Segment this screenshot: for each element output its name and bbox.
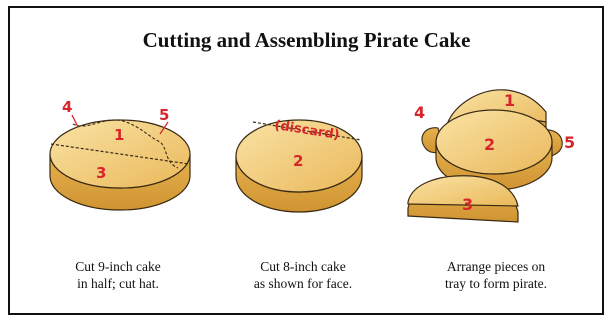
caption-line: in half; cut hat. (18, 275, 218, 292)
caption-line: Arrange pieces on (396, 258, 596, 275)
caption-line: Cut 8-inch cake (203, 258, 403, 275)
caption-9-inch-cake: Cut 9-inch cake in half; cut hat. (18, 258, 218, 292)
piece-3-label: 3 (96, 164, 106, 182)
piece-5-label: 5 (159, 106, 169, 124)
piece-1-label: 1 (504, 91, 515, 110)
eight-inch-cake-illustration: (discard) 2 (203, 92, 403, 252)
panel-assembled-pirate: 1 2 3 4 5 (396, 92, 596, 252)
panel-9-inch-cake: 1 3 4 5 (18, 92, 218, 252)
piece-2-label: 2 (484, 135, 495, 154)
piece-4-label: 4 (62, 98, 72, 116)
piece-2-label: 2 (293, 152, 303, 170)
caption-assembled-pirate: Arrange pieces on tray to form pirate. (396, 258, 596, 292)
caption-8-inch-cake: Cut 8-inch cake as shown for face. (203, 258, 403, 292)
nine-inch-cake-illustration: 1 3 4 5 (18, 92, 218, 252)
diagram-title: Cutting and Assembling Pirate Cake (0, 28, 613, 53)
piece-5-label: 5 (564, 133, 575, 152)
caption-line: as shown for face. (203, 275, 403, 292)
piece-4-label: 4 (414, 103, 425, 122)
assembled-pirate-illustration: 1 2 3 4 5 (396, 92, 596, 252)
panel-8-inch-cake: (discard) 2 (203, 92, 403, 252)
piece-3-label: 3 (462, 195, 473, 214)
piece-1-label: 1 (114, 126, 124, 144)
caption-line: Cut 9-inch cake (18, 258, 218, 275)
caption-line: tray to form pirate. (396, 275, 596, 292)
